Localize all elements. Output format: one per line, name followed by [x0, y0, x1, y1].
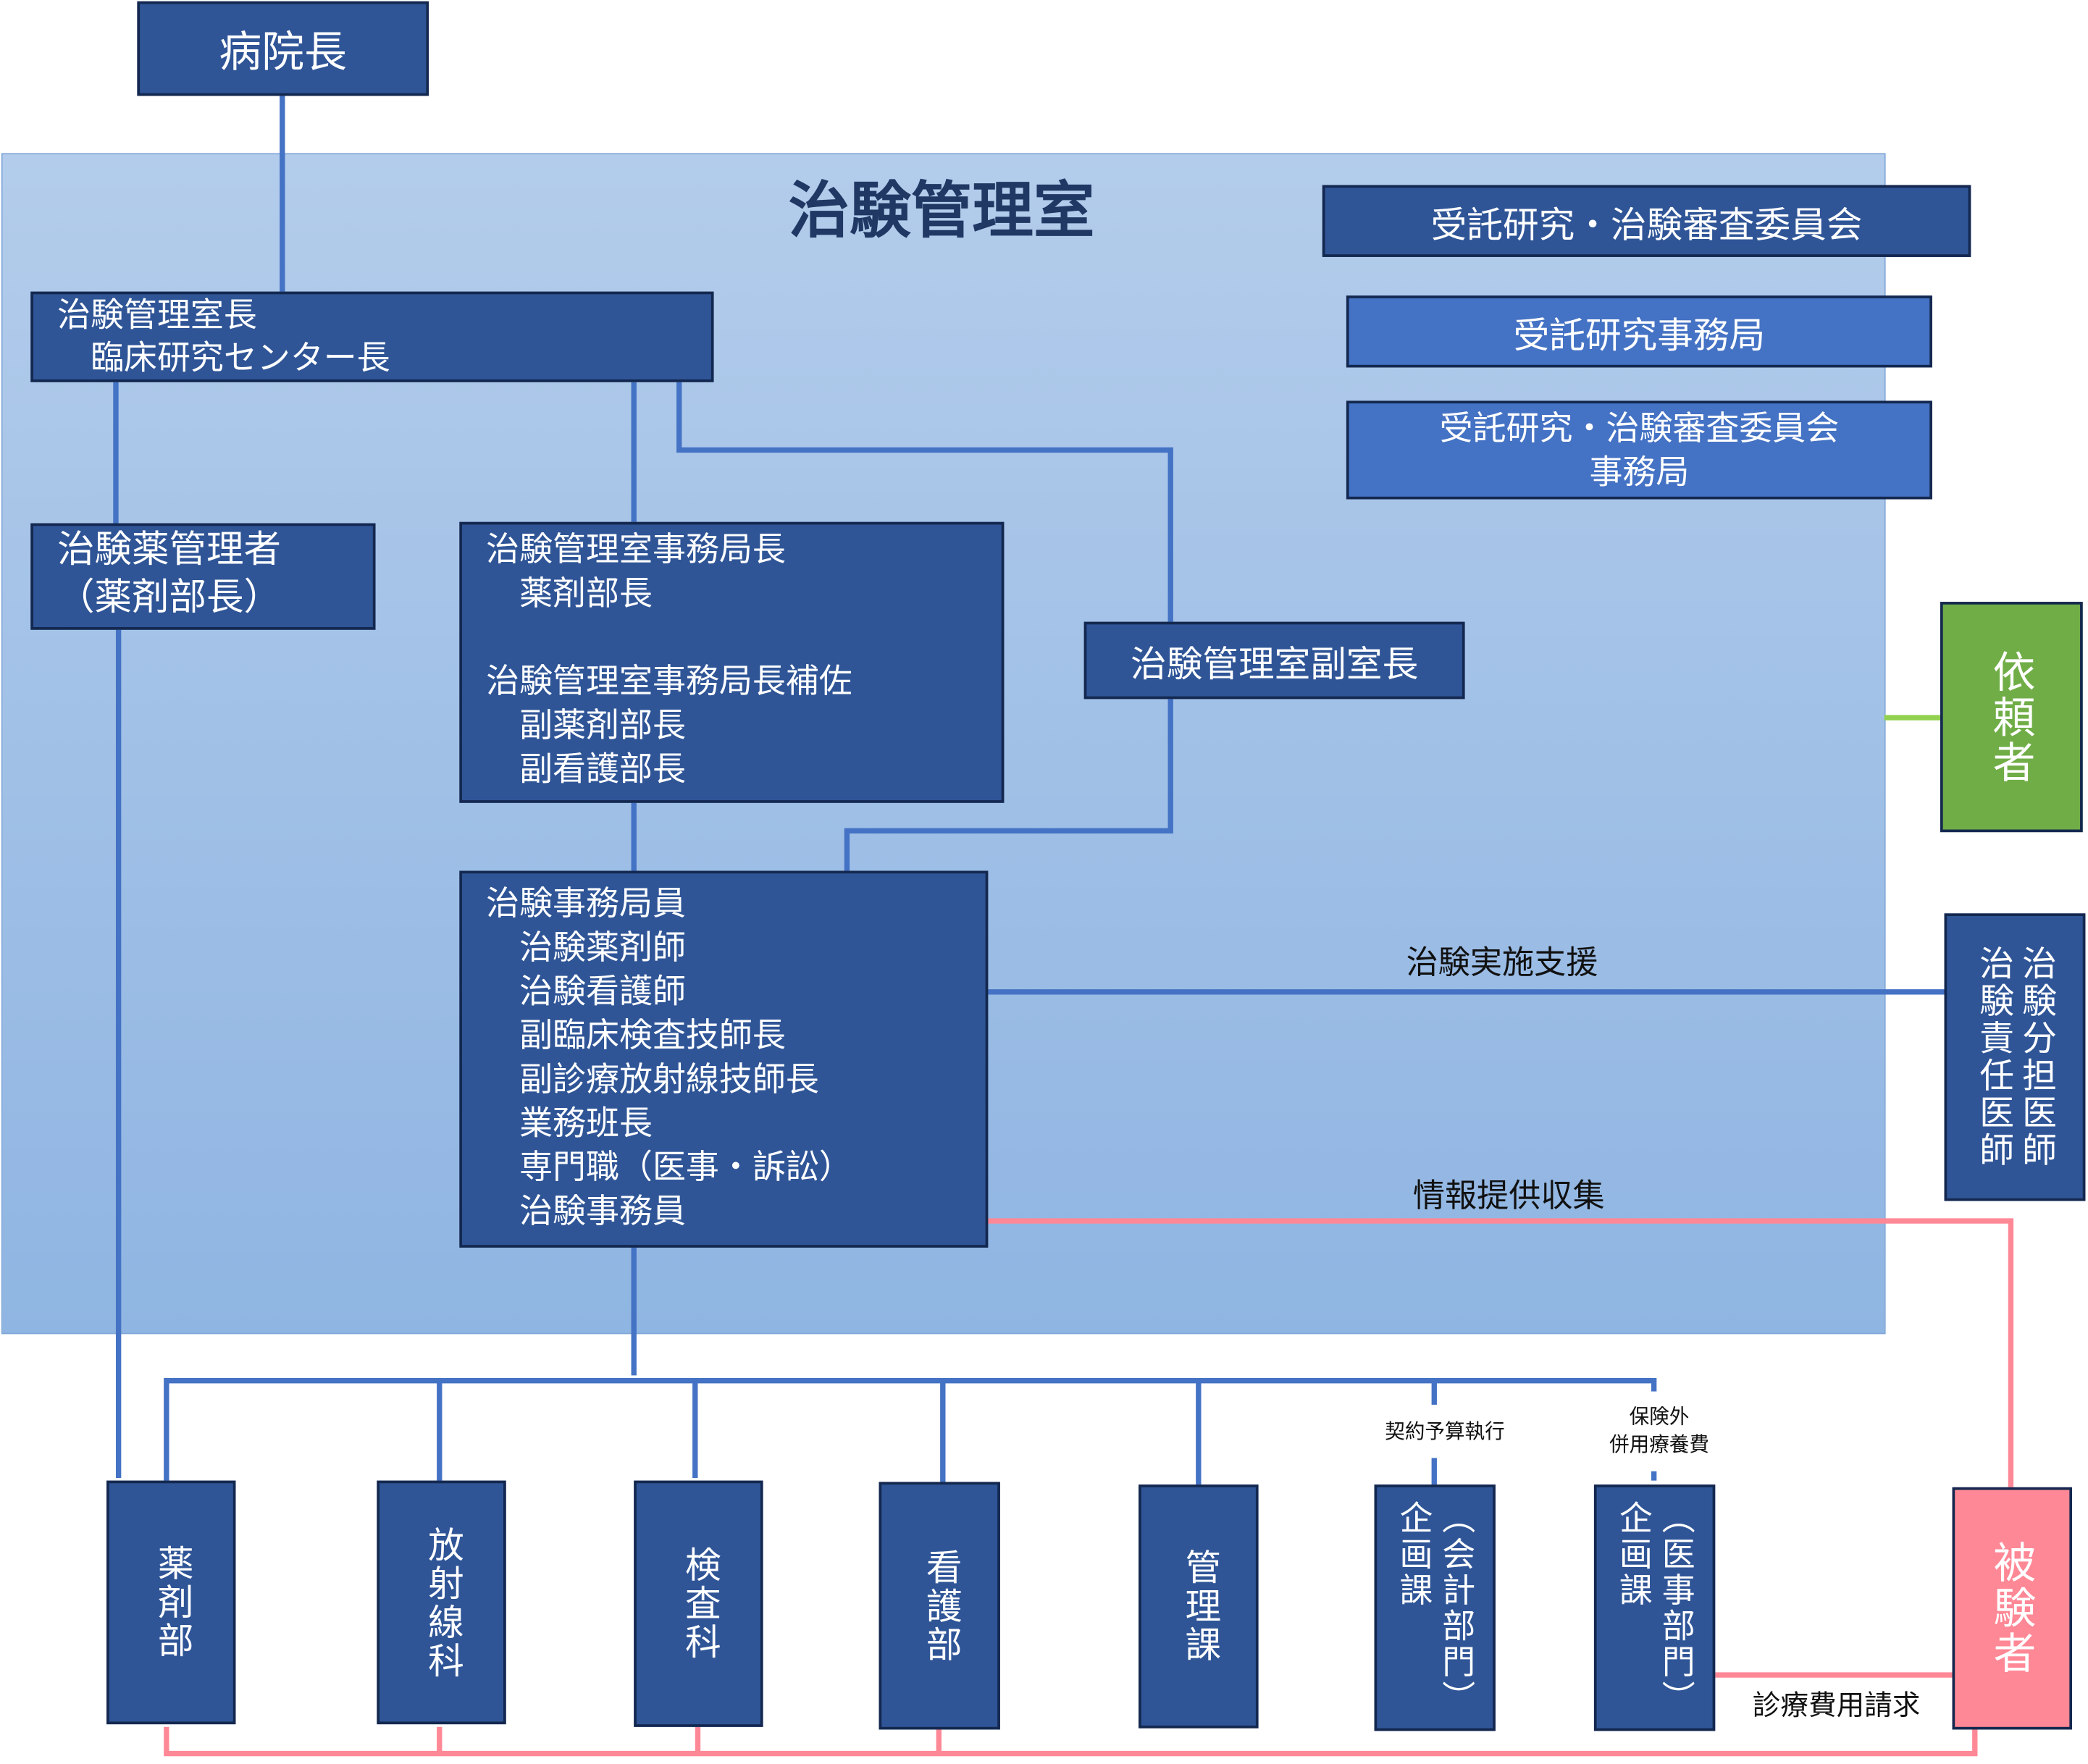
line-head-deputy — [676, 382, 1173, 622]
committee-box: 受託研究・治験審査委員会 — [1322, 185, 1971, 257]
secretariat-staff-box: 治験事務局員 治験薬剤師 治験看護師 副臨床検査技師長 副診療放射線技師長 業務… — [459, 870, 989, 1248]
support-label: 治験実施支援 — [1406, 944, 1598, 982]
deputy-head-box: 治験管理室副室長 — [1083, 621, 1465, 700]
contract-budget-label: 契約予算執行 — [1385, 1419, 1505, 1444]
hospital-director-box: 病院長 — [137, 1, 429, 96]
department-pharmacy: 薬剤部 — [106, 1480, 236, 1725]
insurance-label: 保険外 併用療養費 — [1609, 1404, 1709, 1457]
billing-label: 診療費用請求 — [1752, 1689, 1921, 1722]
committee-office-box: 受託研究・治験審査委員会 事務局 — [1346, 400, 1932, 500]
department-nursing: 看護部 — [879, 1482, 1000, 1730]
drug-manager-box: 治験薬管理者 （薬剤部長） — [30, 523, 376, 630]
office-title: 治験管理室 — [788, 174, 1095, 247]
line-deputy-staff — [844, 699, 1173, 871]
doctors-box: 治験分担医師 治験責任医師 — [1944, 913, 2086, 1201]
department-radiology: 放射線科 — [377, 1480, 506, 1725]
department-management: 管理課 — [1139, 1484, 1259, 1729]
department-accounting-planning: （会計部門） 企画課 — [1374, 1484, 1496, 1731]
secretariat-head-box: 治験管理室事務局長 薬剤部長 治験管理室事務局長補佐 副薬剤部長 副看護部長 — [459, 521, 1005, 803]
line-subject-departments — [164, 1726, 1978, 1757]
department-medical-affairs-planning: （医事部門） 企画課 — [1593, 1484, 1716, 1731]
line-department-bus — [164, 1378, 1657, 1481]
subject-box: 被験者 — [1952, 1487, 2073, 1730]
line-info-subject — [988, 1218, 2014, 1487]
department-laboratory: 検査科 — [634, 1480, 763, 1727]
info-label: 情報提供収集 — [1412, 1177, 1605, 1214]
sponsor-box: 依頼者 — [1940, 602, 2083, 833]
line-department-drops — [437, 1380, 1657, 1485]
office-head-box: 治験管理室長 臨床研究センター長 — [30, 291, 714, 382]
contract-office-box: 受託研究事務局 — [1346, 295, 1932, 368]
